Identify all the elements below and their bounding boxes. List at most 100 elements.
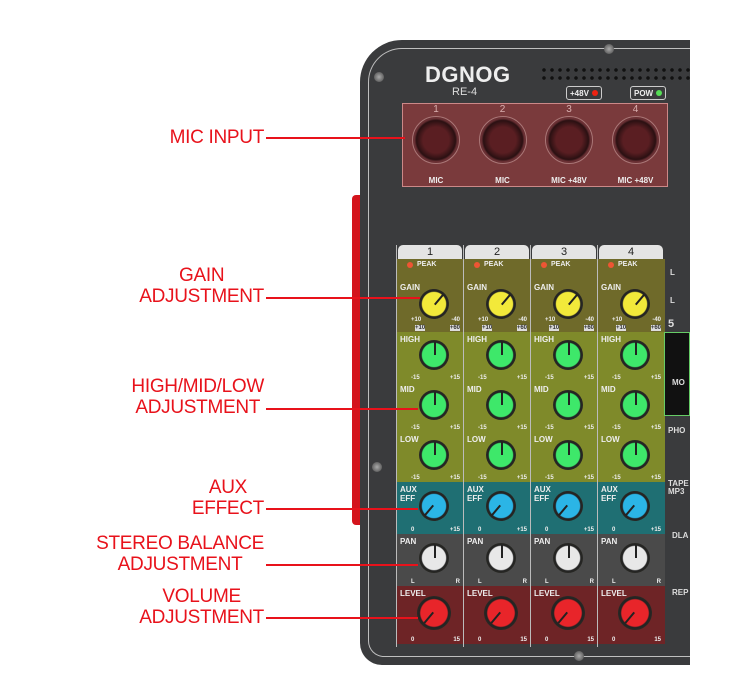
aux-knob[interactable] (613, 484, 657, 528)
right-panel-label: MO (672, 378, 685, 387)
scale-min: -15 (411, 425, 420, 431)
high-knob[interactable] (486, 340, 516, 370)
pan-knob[interactable] (620, 543, 650, 573)
mid-knob[interactable] (620, 390, 650, 420)
callout-text: EFFECT (191, 498, 264, 519)
low-knob[interactable] (486, 440, 516, 470)
low-knob[interactable] (620, 440, 650, 470)
low-knob[interactable] (553, 440, 583, 470)
xlr-jack-icon[interactable] (412, 116, 460, 164)
scale-max: +15 (650, 527, 661, 533)
peak-label: PEAK (618, 261, 638, 268)
mic-label: MIC (495, 176, 510, 185)
low-section: LOW-15+15 (397, 432, 464, 482)
scale-min: +10 (612, 317, 623, 323)
label-line: MID (601, 385, 616, 394)
mic-number: 4 (632, 104, 639, 115)
callout-text: ADJUSTMENT (139, 607, 264, 628)
scale-min: -15 (411, 475, 420, 481)
screw (374, 72, 384, 82)
mid-knob[interactable] (486, 390, 516, 420)
mid-label: MID (467, 385, 482, 394)
label-line: EFF (467, 494, 483, 503)
phantom-power-indicator[interactable]: +48V (566, 86, 602, 100)
scale-max: 15 (453, 637, 460, 643)
xlr-jack-icon[interactable] (545, 116, 593, 164)
callout-text: VOLUME (162, 586, 241, 607)
scale-min: 0 (478, 527, 482, 533)
aux-knob[interactable] (412, 484, 456, 528)
pan-knob[interactable] (553, 543, 583, 573)
scale-max: +15 (449, 475, 460, 481)
scale-min: -15 (478, 475, 487, 481)
mid-knob[interactable] (419, 390, 449, 420)
xlr-jack-icon[interactable] (611, 116, 660, 164)
scale-max: +15 (449, 375, 460, 381)
scale-max: +15 (516, 527, 527, 533)
label-line: GAIN (534, 283, 554, 292)
low-section: LOW-15+15 (531, 432, 598, 482)
scale-min: L (478, 579, 482, 585)
scale-max: +15 (583, 475, 594, 481)
label-line: LOW (601, 435, 620, 444)
aux-knob[interactable] (546, 484, 590, 528)
high-section: HIGH-15+15 (464, 332, 531, 382)
peak-label: PEAK (417, 261, 437, 268)
high-label: HIGH (400, 335, 420, 344)
pan-knob[interactable] (486, 543, 516, 573)
mid-knob[interactable] (553, 390, 583, 420)
scale-max: +15 (650, 475, 661, 481)
scale-min: L (545, 579, 549, 585)
xlr-jack-icon[interactable] (478, 116, 527, 164)
high-knob[interactable] (419, 340, 449, 370)
high-knob[interactable] (553, 340, 583, 370)
scale-min: -15 (478, 375, 487, 381)
label-line: HIGH (601, 335, 621, 344)
power-indicator[interactable]: POW (630, 86, 667, 100)
aux-knob[interactable] (479, 484, 523, 528)
callout-text: ADJUSTMENT (139, 286, 264, 307)
channel-number: 4 (599, 245, 663, 259)
display-screen (664, 332, 690, 416)
power-label: POW (634, 88, 654, 98)
high-section: HIGH-15+15 (397, 332, 464, 382)
level-label: LEVEL (467, 589, 493, 598)
mid-section: MID-15+15 (598, 382, 665, 432)
callout-text: HIGH/MID/LOW (131, 376, 264, 397)
pan-label: PAN (400, 537, 416, 546)
high-section: HIGH-15+15 (598, 332, 665, 382)
right-panel-label: 5 (668, 318, 675, 330)
peak-led-icon (541, 261, 547, 268)
low-section: LOW-15+15 (598, 432, 665, 482)
scale-min: 0 (545, 527, 549, 533)
low-knob[interactable] (419, 440, 449, 470)
callout-text: AUX (208, 477, 248, 498)
mid-section: MID-15+15 (531, 382, 598, 432)
high-knob[interactable] (620, 340, 650, 370)
gain-label: GAIN (400, 283, 420, 292)
mic-label: MIC +48V (617, 176, 654, 185)
level-label: LEVEL (601, 589, 627, 598)
label-line: PAN (601, 537, 618, 546)
peak-indicator: PEAK (541, 261, 570, 268)
peak-led-icon (608, 261, 614, 268)
scale-max: 15 (520, 637, 527, 643)
label-line: GAIN (601, 283, 621, 292)
pan-knob[interactable] (419, 543, 449, 573)
mic-label: MIC +48V (551, 176, 587, 185)
